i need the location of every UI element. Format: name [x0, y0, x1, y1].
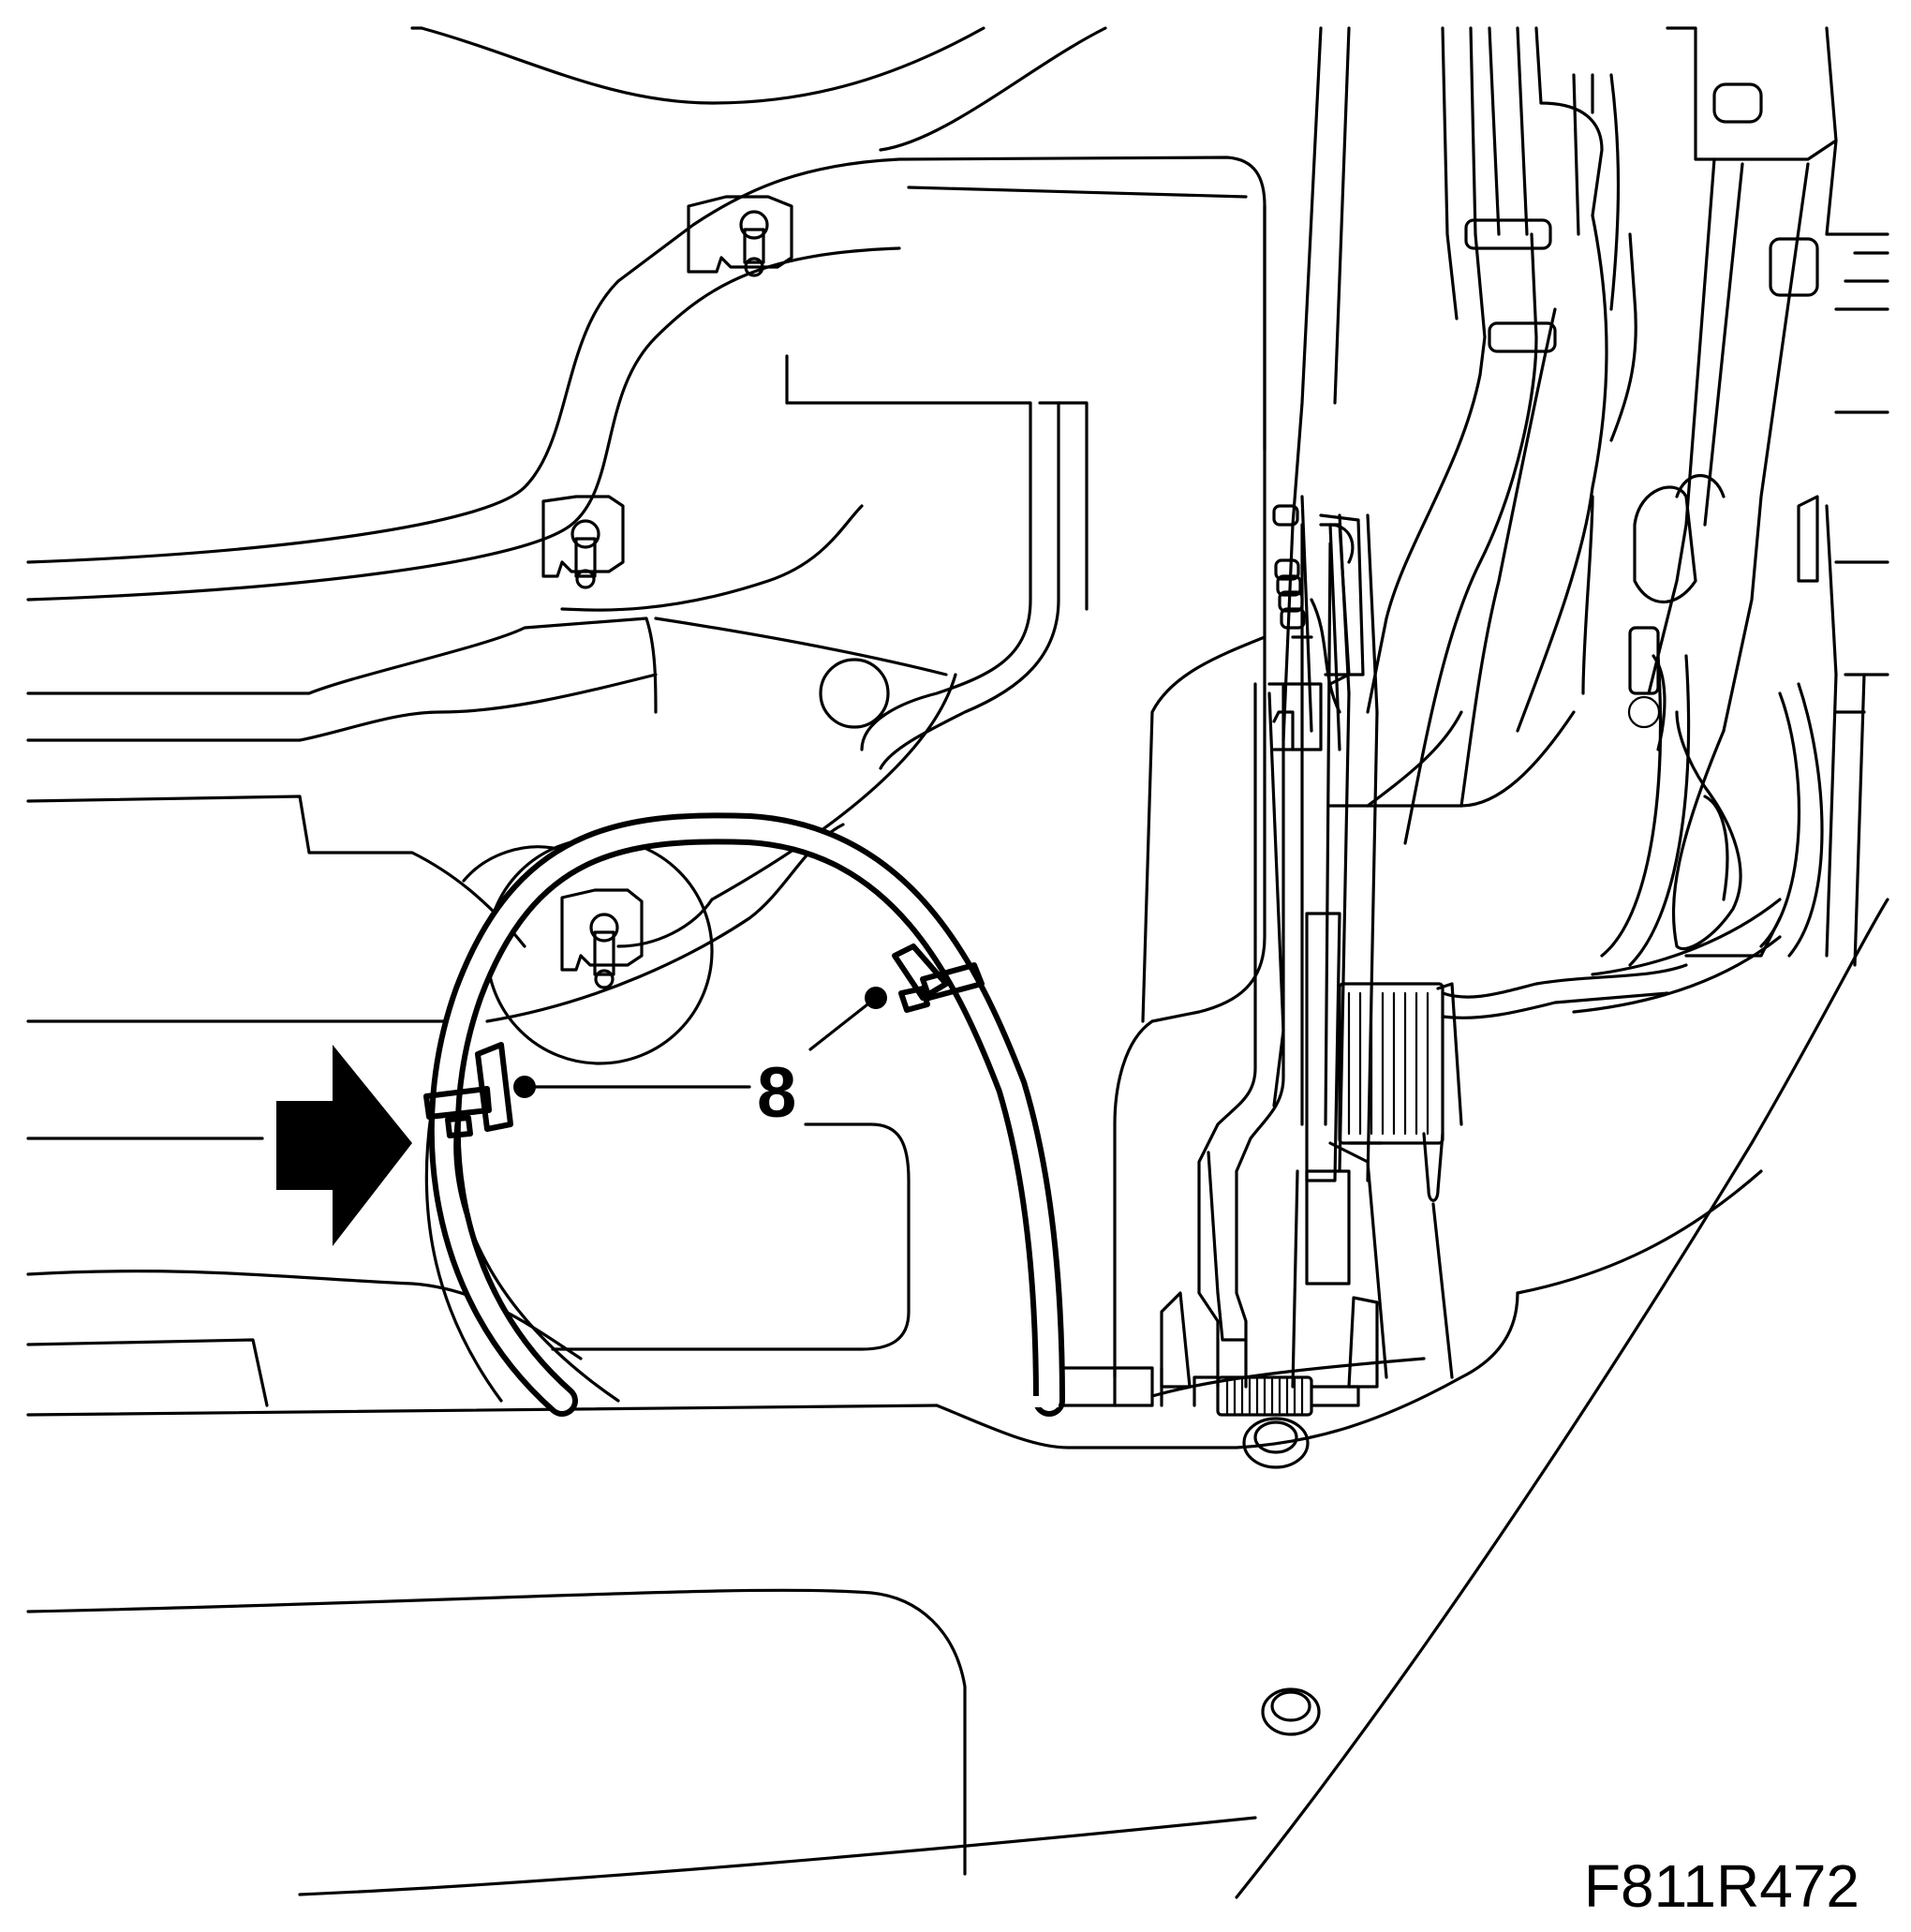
- right-hose-clamps: [1464, 82, 1819, 751]
- threaded-rod: [1057, 1366, 1360, 1736]
- pulley-stack: [1272, 504, 1365, 676]
- lower-body-panel: [26, 795, 1889, 1899]
- upper-body-panel: [26, 26, 1267, 742]
- leader-dot-icon: [865, 987, 887, 1009]
- leader-dot-icon: [513, 1076, 536, 1098]
- hose-clip-upper: [892, 944, 985, 1013]
- stud-fastener-1: [687, 195, 793, 277]
- hose-inner-core: [434, 818, 1059, 1411]
- return-spring: [1267, 495, 1688, 1389]
- hose-clip-lower: [423, 1042, 513, 1138]
- figure-id: F811R472: [1584, 1852, 1859, 1920]
- stud-fastener-2: [541, 495, 625, 589]
- direction-arrow-icon: [276, 1045, 412, 1246]
- linkage-mechanism: [1281, 26, 1889, 1014]
- hose-outer: [428, 812, 1065, 1417]
- callout-number: 8: [757, 1053, 796, 1133]
- callout-8: 8: [513, 987, 887, 1133]
- spring-coils: [1347, 991, 1430, 1136]
- hose-assembly: [424, 812, 1065, 1417]
- mounting-bracket-plate: [485, 186, 1267, 1379]
